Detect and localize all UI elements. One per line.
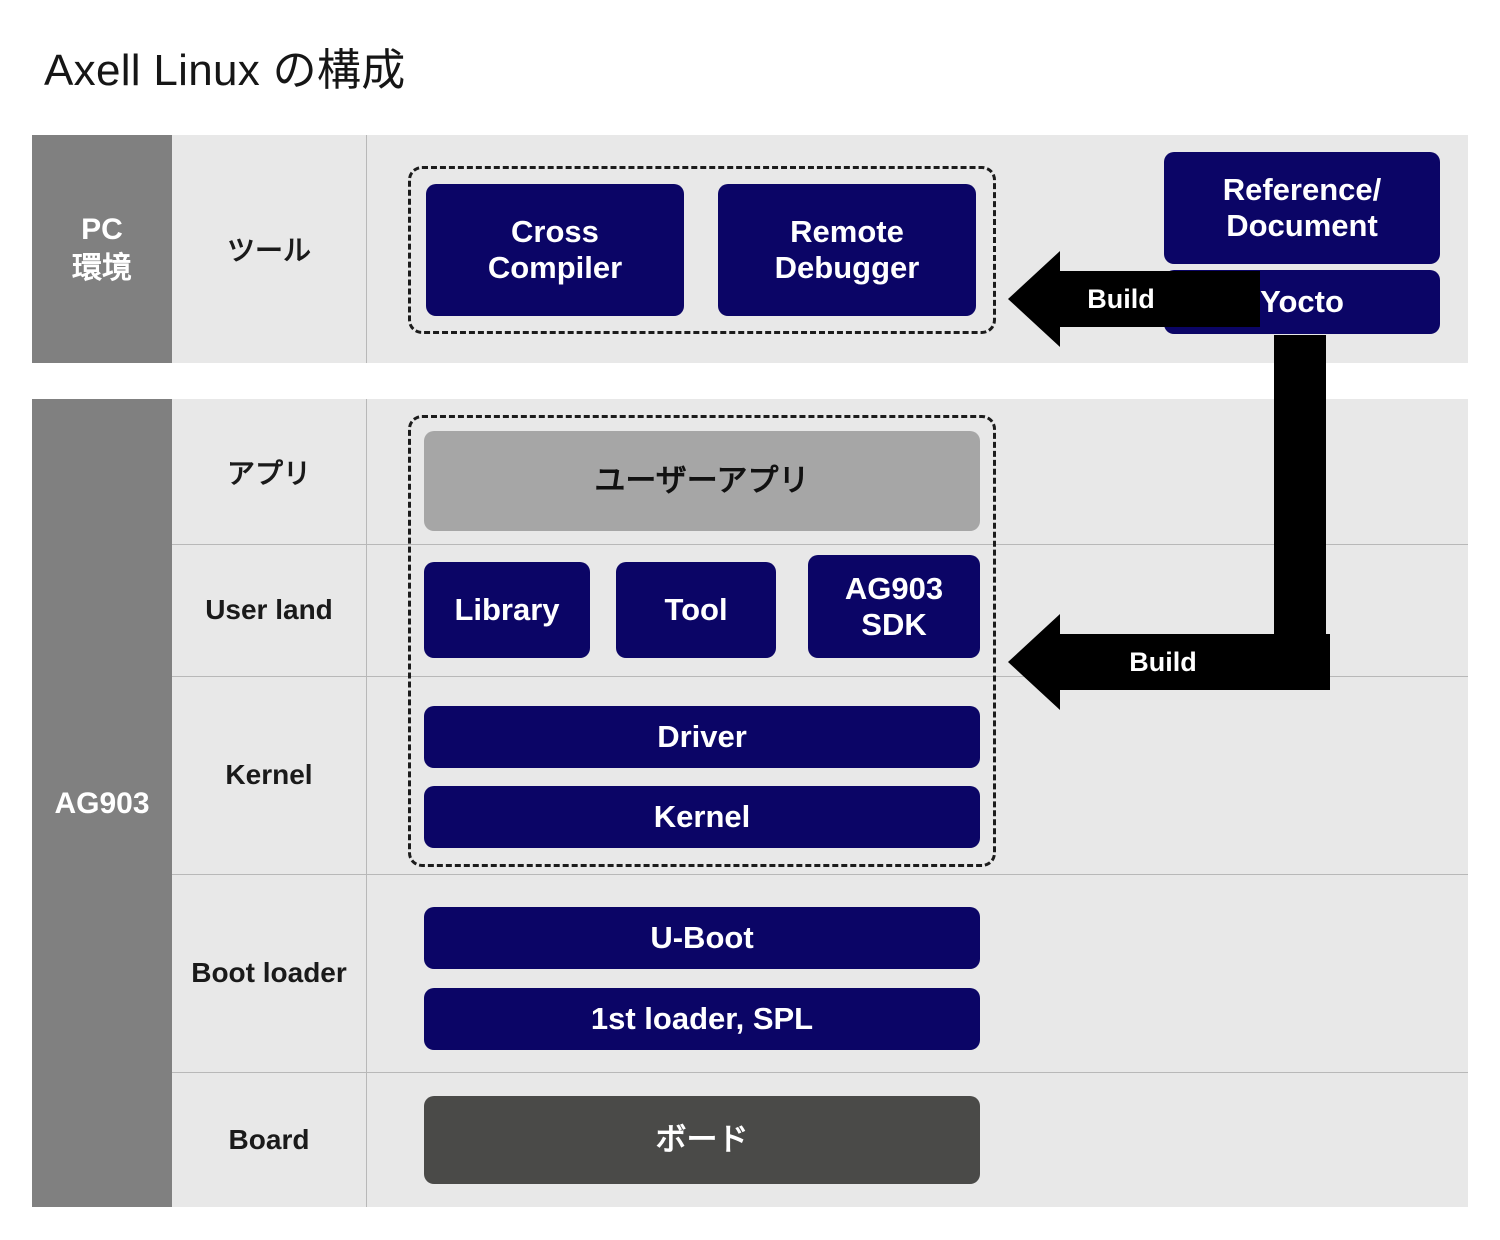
build-arrow-tools-shaft — [1060, 271, 1260, 327]
box-reference-document-line1: Reference/ — [1222, 172, 1382, 208]
group-label-pc: PC 環境 — [32, 135, 172, 363]
pc-environment-panel: PC 環境 ツール Cross Compiler Remote Debugger… — [32, 135, 1468, 363]
box-tool-label: Tool — [664, 592, 728, 628]
box-driver-label: Driver — [657, 719, 747, 755]
box-remote-debugger-line2: Debugger — [774, 250, 920, 285]
box-board-label: ボード — [655, 1122, 749, 1158]
box-library[interactable]: Library — [424, 562, 590, 658]
group-label-ag903: AG903 — [32, 399, 172, 1207]
box-cross-compiler-line2: Compiler — [487, 250, 623, 285]
box-ag903-sdk-line1: AG903 — [844, 570, 944, 606]
row-label-user-land: User land — [205, 594, 333, 625]
box-1st-loader-spl-label: 1st loader, SPL — [590, 1001, 814, 1037]
group-label-pc-line1: PC — [81, 213, 123, 246]
group-label-pc-line2: 環境 — [72, 252, 132, 285]
box-reference-document-line2: Document — [1226, 208, 1378, 243]
box-remote-debugger-line1: Remote — [790, 214, 904, 250]
box-reference-document[interactable]: Reference/ Document — [1164, 152, 1440, 264]
box-kernel-label: Kernel — [653, 799, 751, 835]
row-divider — [172, 676, 1468, 677]
row-label-boot-loader: Boot loader — [191, 957, 347, 988]
build-arrow-user-land-label: Build — [1129, 646, 1197, 677]
column-divider — [366, 399, 367, 1207]
box-cross-compiler[interactable]: Cross Compiler — [426, 184, 684, 316]
box-cross-compiler-line1: Cross — [511, 214, 599, 250]
build-arrow-tools-label: Build — [1087, 283, 1155, 314]
box-yocto-label: Yocto — [1260, 284, 1344, 320]
row-label-tool: ツール — [226, 235, 311, 266]
build-arrow-user-land-head — [1008, 614, 1060, 710]
box-u-boot[interactable]: U-Boot — [424, 907, 980, 969]
box-driver[interactable]: Driver — [424, 706, 980, 768]
row-label-kernel: Kernel — [225, 759, 313, 790]
row-label-board: Board — [228, 1123, 310, 1155]
box-1st-loader-spl[interactable]: 1st loader, SPL — [424, 988, 980, 1050]
box-board[interactable]: ボード — [424, 1096, 980, 1184]
box-user-app-label: ユーザーアプリ — [594, 463, 810, 499]
box-ag903-sdk[interactable]: AG903 SDK — [808, 555, 980, 658]
ag903-panel: AG903 アプリ User land Kernel Boot loader B… — [32, 399, 1468, 1207]
software-stack-dashed-group — [408, 415, 996, 867]
build-arrow-user-land-shaft — [1042, 634, 1330, 690]
row-divider — [172, 544, 1468, 545]
box-library-label: Library — [454, 592, 560, 628]
row-label-app: アプリ — [226, 457, 311, 489]
column-divider — [366, 135, 367, 363]
box-ag903-sdk-line2: SDK — [861, 606, 927, 642]
group-label-ag903-text: AG903 — [54, 786, 150, 820]
box-u-boot-label: U-Boot — [650, 920, 754, 956]
build-arrow-user-land-vertical-shaft — [1274, 335, 1326, 690]
row-divider — [172, 874, 1468, 875]
row-divider — [172, 1072, 1468, 1073]
build-arrow-tools-head — [1008, 251, 1060, 347]
box-user-app[interactable]: ユーザーアプリ — [424, 431, 980, 531]
tools-dashed-group — [408, 166, 996, 334]
box-tool[interactable]: Tool — [616, 562, 776, 658]
box-kernel[interactable]: Kernel — [424, 786, 980, 848]
page-title: Axell Linux の構成 — [44, 46, 406, 95]
box-remote-debugger[interactable]: Remote Debugger — [718, 184, 976, 316]
